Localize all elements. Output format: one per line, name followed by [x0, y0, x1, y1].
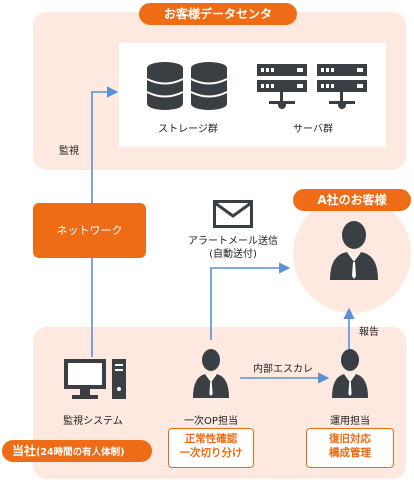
server-label: サーバ群 [293, 124, 333, 135]
ops-tag-2: 構成管理 [329, 447, 371, 459]
company-title-sub: (24時間の有人体制) [36, 447, 125, 458]
alert-mail-label-line2: (自動送付) [209, 249, 257, 260]
monitor-system-label: 監視システム [63, 416, 123, 427]
escalation-label: 内部エスカレ [253, 364, 313, 375]
first-op-person-icon [193, 349, 229, 398]
company-title: 当社(24時間の有人体制) [2, 440, 152, 462]
storage-icon [146, 62, 228, 110]
ops-tag-1: 復旧対応 [329, 433, 371, 445]
report-label: 報告 [359, 327, 379, 338]
customer-title: A社のお客様 [293, 189, 411, 211]
first-op-tag-2: 一次切り分け [179, 447, 243, 459]
customer-person-icon [330, 221, 378, 280]
ops-label: 運用担当 [330, 416, 370, 427]
monitor-connector [91, 86, 119, 357]
alert-mail-label-line1: アラートメール送信 [188, 236, 278, 247]
monitor-system-icon [64, 359, 126, 399]
alert-connector [210, 262, 291, 340]
envelope-icon [213, 200, 253, 228]
customer-circle [293, 195, 411, 313]
monitor-line-label: 監視 [59, 146, 79, 157]
server-icon [257, 64, 367, 109]
storage-label: ストレージ群 [158, 124, 218, 135]
company-title-main: 当社 [12, 444, 37, 458]
datacenter-title: お客様データセンタ [139, 3, 297, 25]
first-op-label: 一次OP担当 [184, 416, 238, 427]
ops-tags: 復旧対応 構成管理 [306, 428, 394, 468]
first-op-tags: 正常性確認 一次切り分け [168, 428, 254, 468]
network-box: ネットワーク [33, 203, 146, 258]
ops-person-icon [332, 349, 368, 398]
first-op-tag-1: 正常性確認 [184, 433, 238, 445]
alert-mail-label: アラートメール送信 (自動送付) [172, 235, 294, 261]
